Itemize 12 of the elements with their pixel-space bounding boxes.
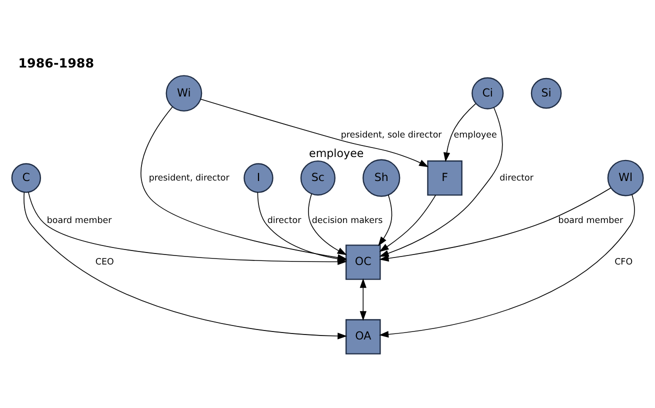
diagram-title: 1986-1988 bbox=[18, 55, 94, 70]
edge-label: president, director bbox=[148, 172, 230, 183]
edge-label: employee bbox=[454, 130, 497, 140]
edge-label: board member bbox=[558, 215, 624, 226]
node-label: employee bbox=[309, 146, 364, 160]
edge-label: director bbox=[267, 215, 302, 226]
edge-label: decision makers bbox=[312, 215, 383, 226]
edge-label: president, sole director bbox=[340, 130, 442, 140]
edge-label: board member bbox=[46, 215, 112, 226]
edge-label: CFO bbox=[614, 256, 633, 267]
edge-label: director bbox=[500, 172, 534, 183]
edge-label: CEO bbox=[95, 256, 114, 267]
